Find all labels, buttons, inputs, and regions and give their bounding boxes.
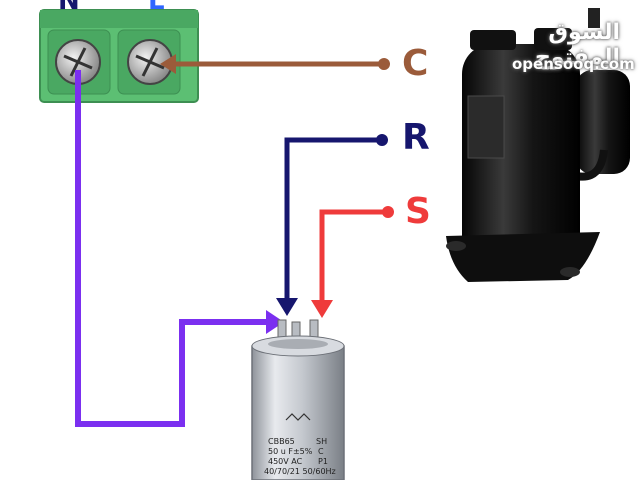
arrow-head-icon bbox=[276, 298, 298, 316]
terminal-label-run: R bbox=[402, 117, 430, 158]
compressor bbox=[446, 8, 630, 282]
wire-end-dot-icon bbox=[376, 134, 388, 146]
terminal-screw-icon[interactable] bbox=[127, 39, 173, 85]
capacitor-capacitance: 50 u F±5% bbox=[268, 447, 313, 456]
neutral-wire bbox=[75, 70, 268, 427]
watermark-arabic: السوق المفتوح bbox=[534, 20, 620, 70]
run-wire bbox=[284, 137, 382, 300]
top-label-n: N bbox=[58, 0, 80, 16]
terminal-label-start: S bbox=[405, 191, 431, 232]
capacitor-voltage: 450V AC bbox=[268, 457, 303, 466]
watermark-latin: opensooq.com bbox=[512, 55, 635, 73]
arrow-head-icon bbox=[311, 300, 333, 318]
terminal-label-common: C bbox=[402, 43, 429, 84]
top-label-l: L bbox=[148, 0, 165, 16]
capacitor bbox=[251, 319, 345, 480]
capacitor-rating: 40/70/21 50/60Hz bbox=[264, 467, 336, 476]
arrow-head-icon bbox=[266, 310, 284, 334]
start-wire bbox=[319, 209, 388, 302]
capacitor-protection: P1 bbox=[318, 457, 328, 466]
capacitor-class: C bbox=[318, 447, 324, 456]
wire-end-dot-icon bbox=[378, 58, 390, 70]
arrow-head-icon bbox=[160, 54, 176, 74]
capacitor-model: CBB65 bbox=[268, 437, 295, 446]
capacitor-type: SH bbox=[316, 437, 328, 446]
wire-end-dot-icon bbox=[382, 206, 394, 218]
